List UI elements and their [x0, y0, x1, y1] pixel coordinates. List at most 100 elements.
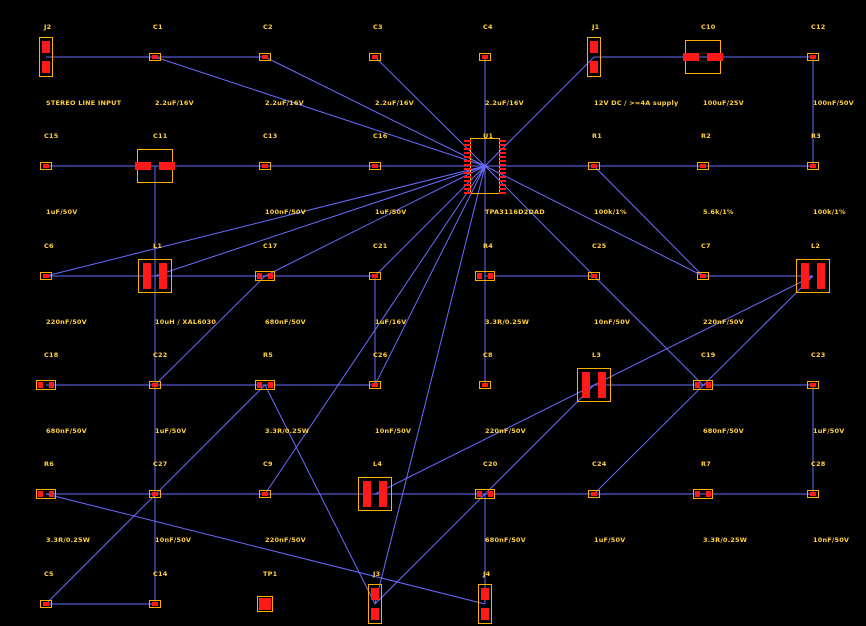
footprint-outline	[257, 596, 273, 612]
pad	[499, 140, 506, 142]
pad	[810, 383, 816, 387]
footprint-outline	[259, 162, 271, 170]
ref-label-c7: C7	[701, 242, 711, 250]
value-label-l1: 10uH / XAL6030	[155, 318, 217, 326]
pad	[464, 180, 471, 182]
pad	[464, 188, 471, 190]
pad	[598, 372, 606, 398]
ratsnest-line-r1-c7	[593, 165, 704, 277]
pad	[152, 55, 158, 59]
value-label-r3: 100k/1%	[813, 208, 846, 216]
ratsnest-line-c25-c19	[593, 275, 704, 386]
ref-label-j4: J4	[483, 570, 491, 578]
pad	[810, 492, 816, 496]
pad	[700, 274, 706, 278]
pad	[38, 382, 43, 388]
ref-label-r7: R7	[701, 460, 711, 468]
footprint-outline	[807, 53, 819, 61]
pad	[464, 148, 471, 150]
ref-label-c14: C14	[153, 570, 168, 578]
footprint-outline	[255, 271, 275, 281]
footprint-outline	[478, 584, 492, 624]
ref-label-c1: C1	[153, 23, 163, 31]
ref-label-c5: C5	[44, 570, 54, 578]
pad	[262, 55, 268, 59]
pad	[499, 152, 506, 154]
pad	[464, 184, 471, 186]
ref-label-c15: C15	[44, 132, 59, 140]
pad	[372, 383, 378, 387]
pad	[464, 164, 471, 166]
value-label-c16: 1uF/50V	[375, 208, 407, 216]
pad	[482, 55, 488, 59]
value-label-r2: 5.6k/1%	[703, 208, 734, 216]
pad	[591, 274, 597, 278]
pad	[464, 144, 471, 146]
value-label-c3: 2.2uF/16V	[375, 99, 414, 107]
footprint-outline	[588, 490, 600, 498]
pad	[43, 274, 49, 278]
footprint-outline	[358, 477, 392, 511]
ratsnest-line-j3-u1	[374, 165, 486, 605]
footprint-outline	[588, 162, 600, 170]
pad	[49, 491, 54, 497]
footprint-outline	[697, 162, 709, 170]
footprint-outline	[807, 381, 819, 389]
value-label-c6: 220nF/50V	[46, 318, 87, 326]
value-label-c10: 100uF/25V	[703, 99, 744, 107]
pad	[695, 491, 700, 497]
pad	[499, 148, 506, 150]
footprint-outline	[479, 53, 491, 61]
value-label-c1: 2.2uF/16V	[155, 99, 194, 107]
pad	[371, 608, 379, 620]
ref-label-c11: C11	[153, 132, 168, 140]
value-label-c17: 680nF/50V	[265, 318, 306, 326]
footprint-outline	[587, 37, 601, 77]
pad	[481, 608, 489, 620]
ref-label-c25: C25	[592, 242, 607, 250]
footprint-outline	[693, 380, 713, 390]
pad	[499, 176, 506, 178]
pad	[464, 192, 471, 194]
pad	[379, 481, 387, 507]
ratsnest-line-c7-u1	[484, 165, 704, 277]
pad	[499, 172, 506, 174]
footprint-outline	[588, 272, 600, 280]
ref-label-c19: C19	[701, 351, 716, 359]
pad	[259, 598, 271, 610]
ratsnest-line-r5-j3	[264, 384, 376, 605]
pad	[706, 491, 711, 497]
ref-label-c9: C9	[263, 460, 273, 468]
pad	[590, 61, 598, 73]
pad	[591, 492, 597, 496]
pad	[499, 156, 506, 158]
pad	[159, 162, 175, 170]
pad	[810, 55, 816, 59]
pad	[38, 491, 43, 497]
value-label-r6: 3.3R/0.25W	[46, 536, 91, 544]
footprint-outline	[475, 489, 495, 499]
ref-label-c3: C3	[373, 23, 383, 31]
pad	[464, 140, 471, 142]
value-label-r1: 100k/1%	[594, 208, 627, 216]
value-label-c9: 220nF/50V	[265, 536, 306, 544]
ratsnest-line-c24-l2	[593, 275, 814, 495]
ref-label-c18: C18	[44, 351, 59, 359]
ref-label-c24: C24	[592, 460, 607, 468]
ratsnest-line-c17-u1	[264, 165, 486, 277]
pad	[42, 41, 50, 53]
footprint-outline	[36, 489, 56, 499]
footprint-outline	[475, 271, 495, 281]
pad	[135, 162, 151, 170]
pad	[706, 382, 711, 388]
footprint-outline	[39, 37, 53, 77]
ref-label-c8: C8	[483, 351, 493, 359]
pad	[683, 53, 699, 61]
pad	[499, 168, 506, 170]
value-label-c23: 1uF/50V	[813, 427, 845, 435]
value-label-c22: 1uF/50V	[155, 427, 187, 435]
footprint-outline	[259, 53, 271, 61]
pad	[262, 492, 268, 496]
